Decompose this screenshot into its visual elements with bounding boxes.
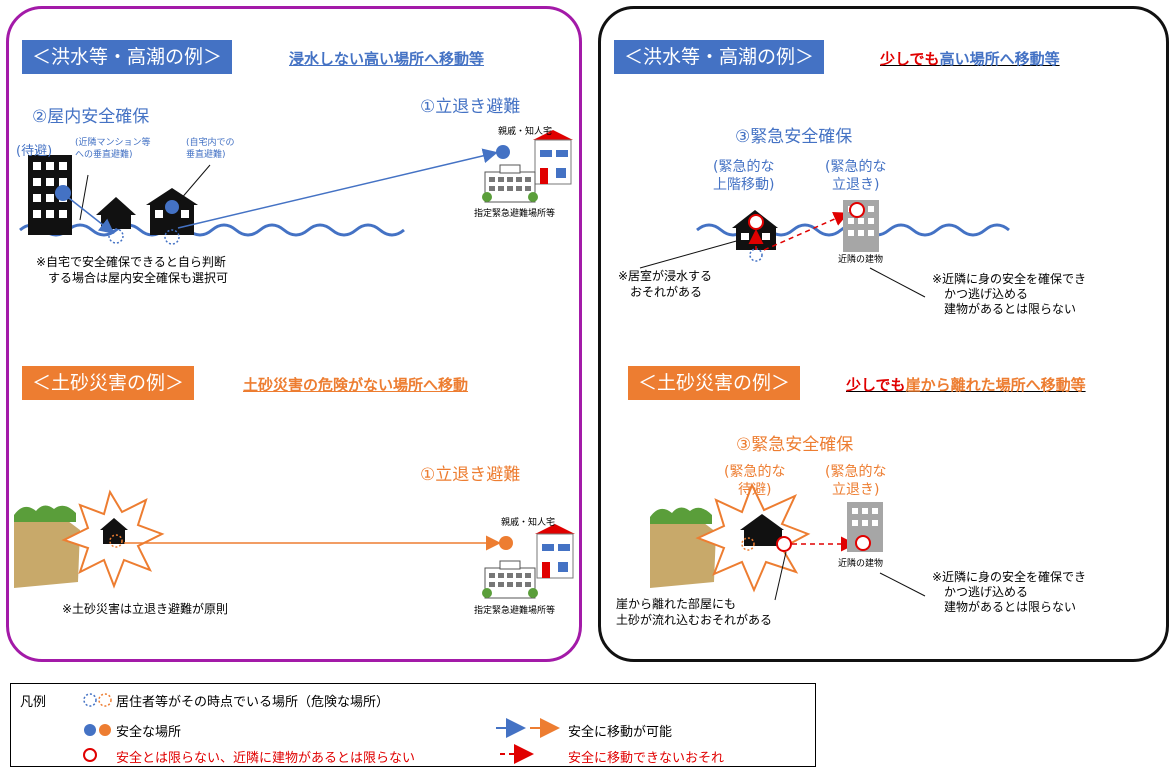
callout-line-5 <box>774 551 787 601</box>
left-shelter-label: 指定緊急避難場所等 <box>474 209 556 219</box>
left-landslide-shelter: 指定緊急避難場所等 <box>474 606 556 616</box>
right-flood-action: 少しでも高い場所へ移動等 <box>880 48 1060 69</box>
left-landslide-relative-home: 親戚・知人宅 <box>501 518 556 528</box>
left-flood-banner: ＜洪水等・高潮の例＞ <box>22 40 233 74</box>
right-landslide-note2: ※近隣に身の安全を確保でき かつ逃げ込める 建物があるとは限らない <box>932 570 1087 614</box>
left-landslide-action: 土砂災害の危険がない場所へ移動 <box>243 376 469 394</box>
legend-safe-blue <box>84 724 96 736</box>
shelter-building-icon-2 <box>482 560 538 599</box>
explosion-icon-left <box>61 489 165 589</box>
right-landslide-action-prefix: 少しでも <box>846 376 906 394</box>
legend-safe-orange <box>99 724 111 736</box>
danger-point-ground-floor <box>164 229 180 245</box>
danger-point-right-flood <box>749 248 763 262</box>
left-landslide-note: ※土砂災害は立退き避難が原則 <box>62 602 229 616</box>
cliff-icon-right <box>650 507 716 588</box>
right-landslide-label: ③緊急安全確保 <box>736 435 854 455</box>
right-flood-sub2: (緊急的な 立退き) <box>825 159 887 193</box>
unsafe-point-neighbor-1 <box>849 202 865 218</box>
legend-row-danger: 居住者等がその時点でいる場所（危険な場所） <box>116 695 390 710</box>
callout-line-2 <box>179 164 211 201</box>
unsafe-point-neighbor-2 <box>855 535 871 551</box>
neighbor-building-icon-1 <box>843 200 879 252</box>
left-vertical-label-2: (自宅内での 垂直避難) <box>186 138 235 160</box>
legend-row-not-movable: 安全に移動できないおそれ <box>568 751 725 766</box>
relative-home-icon-2 <box>535 524 575 579</box>
right-landslide-note1: 崖から離れた部屋にも 土砂が流れ込むおそれがある <box>616 597 773 627</box>
legend-danger-blue <box>83 693 97 707</box>
left-flood-action: 浸水しない高い場所へ移動等 <box>289 50 485 68</box>
relative-home-icon <box>533 130 573 185</box>
right-landslide-action: 少しでも崖から離れた場所へ移動等 <box>846 374 1086 395</box>
right-landslide-sub1: (緊急的な 待避) <box>724 464 786 498</box>
right-landslide-sub2: (緊急的な 立退き) <box>825 464 887 498</box>
shelter-building-icon <box>482 164 538 203</box>
right-panel <box>598 6 1169 662</box>
right-flood-neighbor: 近隣の建物 <box>838 255 884 265</box>
cliff-icon-left <box>14 505 80 588</box>
safe-point-upper-floor <box>165 200 179 214</box>
left-vertical-label-1: (近隣マンション等 への垂直避難) <box>75 138 151 160</box>
left-flood-indoor-label: ②屋内安全確保 <box>32 107 150 127</box>
callout-line-3 <box>639 239 741 269</box>
left-flood-evac-label: ①立退き避難 <box>420 97 521 117</box>
right-flood-sub1: (緊急的な 上階移動) <box>713 159 775 193</box>
right-landslide-action-rest: 崖から離れた場所へ移動等 <box>905 376 1086 394</box>
danger-point-landslide-right <box>741 537 755 551</box>
danger-point-house <box>108 228 124 244</box>
right-flood-note2: ※近隣に身の安全を確保でき かつ逃げ込める 建物があるとは限らない <box>932 272 1087 316</box>
unsafe-point-upper <box>748 214 764 230</box>
right-flood-action-rest: 高い場所へ移動等 <box>939 50 1060 68</box>
explosion-icon-right <box>695 482 811 593</box>
legend-title: 凡例 <box>20 695 47 710</box>
left-landslide-evac-label: ①立退き避難 <box>420 465 521 485</box>
legend-row-movable: 安全に移動が可能 <box>568 725 673 740</box>
legend-row-unsafe: 安全とは限らない、近隣に建物があるとは限らない <box>116 751 416 766</box>
right-flood-banner: ＜洪水等・高潮の例＞ <box>614 40 825 74</box>
right-flood-action-prefix: 少しでも <box>880 50 940 68</box>
left-landslide-banner: ＜土砂災害の例＞ <box>22 366 195 400</box>
safe-destination-orange <box>499 536 513 550</box>
unsafe-point-room <box>776 536 792 552</box>
right-landslide-neighbor: 近隣の建物 <box>838 559 884 569</box>
legend-danger-orange <box>98 693 112 707</box>
callout-line-6 <box>879 572 926 597</box>
right-landslide-banner: ＜土砂災害の例＞ <box>628 366 801 400</box>
callout-line-1 <box>79 174 89 221</box>
left-panel <box>6 6 582 662</box>
legend-unsafe-red <box>83 748 97 762</box>
safe-destination-blue <box>496 145 510 159</box>
arrow-evac-blue <box>177 148 498 229</box>
left-flood-wave <box>19 223 405 237</box>
left-relative-home-label: 親戚・知人宅 <box>498 127 553 137</box>
left-flood-note: ※自宅で安全確保できると自ら判断 する場合は屋内安全確保も選択可 <box>36 255 229 285</box>
callout-line-4 <box>869 267 926 298</box>
right-flood-note1: ※居室が浸水する おそれがある <box>618 269 713 299</box>
danger-point-landslide-left <box>109 534 123 548</box>
arrow-to-apartment <box>64 194 115 234</box>
left-taihi-label: (待避) <box>16 144 53 159</box>
legend-row-safe: 安全な場所 <box>116 725 182 740</box>
right-flood-label: ③緊急安全確保 <box>735 127 853 147</box>
arrow-neighbor-red-1 <box>763 211 849 251</box>
